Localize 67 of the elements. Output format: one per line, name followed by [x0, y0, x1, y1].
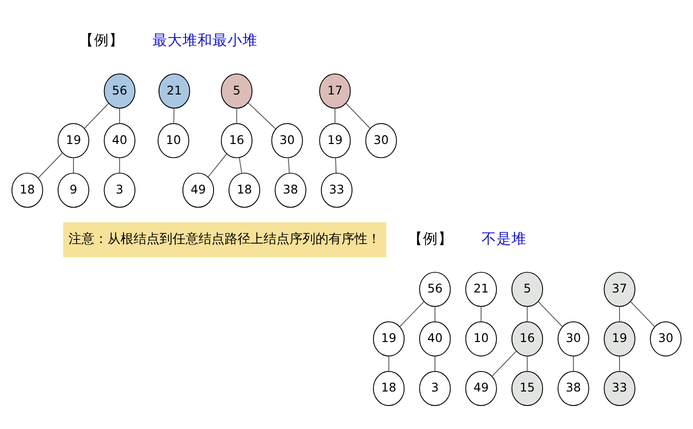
node-ellipse: 21: [465, 271, 497, 306]
node-ellipse: 5: [511, 271, 544, 306]
connector: [619, 355, 620, 372]
node-ellipse: 3: [419, 370, 451, 406]
connector: [208, 152, 228, 177]
node-ellipse: 10: [465, 320, 497, 356]
node-ellipse: 17: [319, 73, 351, 108]
node-ellipse: 33: [320, 172, 352, 208]
node-ellipse: 56: [419, 271, 451, 306]
node-ellipse: 49: [182, 172, 214, 208]
node-ellipse: 16: [511, 320, 544, 356]
connector: [399, 300, 424, 327]
connector: [173, 107, 174, 124]
node-ellipse: 33: [604, 370, 636, 406]
connector: [238, 156, 242, 174]
node-ellipse: 19: [604, 320, 636, 356]
connector: [492, 350, 517, 376]
node-ellipse: 37: [604, 271, 636, 306]
connector: [345, 102, 371, 128]
node-ellipse: 38: [558, 370, 590, 406]
node-ellipse: 30: [365, 122, 397, 158]
node-ellipse: 38: [274, 172, 306, 208]
node-ellipse: 30: [558, 320, 590, 356]
node-ellipse: 56: [104, 73, 136, 108]
node-ellipse: 21: [158, 73, 190, 108]
label: 【例】: [79, 32, 124, 49]
node-ellipse: 19: [58, 122, 90, 158]
connector: [572, 355, 574, 372]
connector: [119, 157, 120, 173]
node-ellipse: 30: [650, 320, 682, 356]
connector: [335, 157, 337, 173]
connector: [388, 355, 390, 372]
connector: [288, 156, 290, 173]
label: 不是堆: [482, 230, 527, 247]
connector: [434, 306, 436, 322]
node-ellipse: 40: [104, 122, 136, 158]
connector: [334, 107, 336, 124]
connector: [538, 300, 563, 327]
connector: [480, 306, 482, 322]
node-ellipse: 40: [419, 320, 451, 356]
label: 最大堆和最小堆: [152, 32, 258, 49]
connector: [619, 306, 620, 322]
connector: [236, 107, 238, 124]
connector: [38, 152, 63, 178]
node-box: 注意：从根结点到任意结点路径上结点序列的有序性！: [63, 222, 386, 257]
node-circle: 5: [220, 73, 252, 108]
connector: [119, 107, 120, 124]
node-ellipse: 10: [158, 122, 190, 158]
node-ellipse: 30: [271, 122, 303, 158]
label: 【例】: [408, 230, 454, 247]
node-ellipse: 3: [104, 172, 136, 208]
connector: [526, 355, 528, 372]
node-ellipse: 9: [58, 172, 90, 208]
node-ellipse: 49: [465, 370, 497, 406]
node-ellipse: 18: [373, 370, 405, 406]
connector: [73, 157, 74, 173]
connector: [84, 102, 110, 128]
connector: [526, 306, 528, 322]
node-ellipse: 18: [228, 172, 260, 208]
node-ellipse: 19: [373, 320, 405, 356]
node-circle: 16: [220, 122, 252, 158]
node-ellipse: 19: [319, 122, 351, 158]
node-ellipse: 15: [511, 370, 544, 406]
node-ellipse: 18: [11, 172, 44, 208]
connector: [248, 102, 276, 129]
connector: [434, 355, 436, 372]
connector: [630, 300, 656, 327]
